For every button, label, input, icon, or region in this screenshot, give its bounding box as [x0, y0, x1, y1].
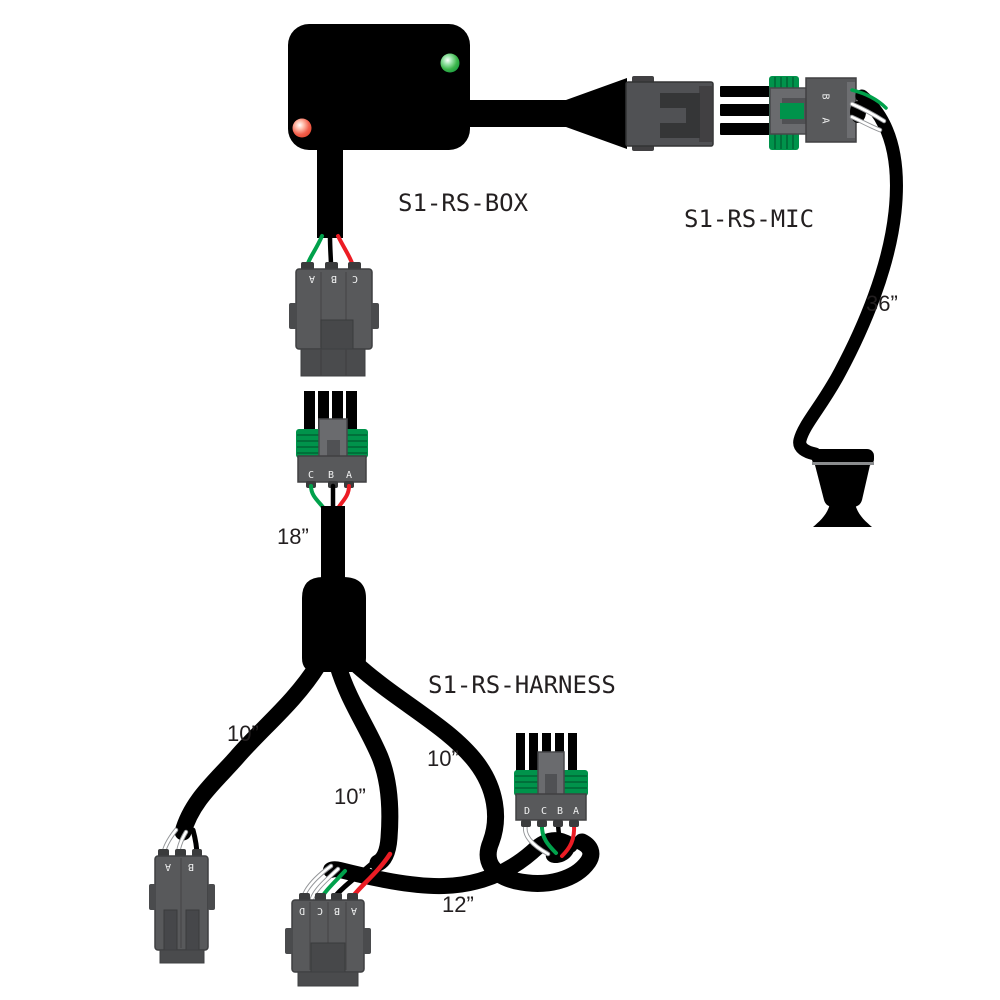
middle-conn-pin-letter: A — [351, 905, 357, 916]
pigtail-wire-black — [327, 233, 334, 269]
middle-conn-pin-letter: C — [317, 905, 323, 916]
box-label: S1-RS-BOX — [398, 189, 529, 217]
box-male-connector — [625, 76, 714, 151]
rs-mic-unit: B A — [720, 76, 903, 527]
left-conn-pin-letter: B — [188, 861, 194, 872]
box-right-cable — [470, 78, 627, 149]
tower-connector: D C B A — [514, 733, 588, 827]
pigtail-wire-red — [336, 234, 355, 268]
pigtail-pin-letter: C — [352, 273, 358, 284]
wire-black — [555, 821, 565, 854]
trunk-length: 18” — [277, 524, 309, 549]
connector-slot — [660, 123, 694, 138]
tower-pin-letter: B — [557, 806, 563, 817]
mic-wire-green — [850, 88, 888, 110]
middle-conn-pin-letter: B — [334, 905, 340, 916]
tower-pin-letter: C — [541, 806, 547, 817]
left-conn-pin-letter: A — [165, 861, 171, 872]
branch-left-length: 10” — [227, 721, 259, 746]
wire-white — [310, 867, 340, 901]
box-pigtail: A B C — [289, 233, 379, 377]
harness-label: S1-RS-HARNESS — [428, 671, 616, 699]
branch-left-connector: A B — [149, 849, 215, 964]
pigtail-pin-letter: B — [331, 273, 337, 284]
head-pin-letter: A — [346, 470, 352, 481]
connector-slot — [660, 93, 694, 108]
branch-middle-cable — [329, 657, 399, 872]
branch-middle-connector: D C B A — [285, 893, 371, 987]
rs-box-unit — [288, 24, 627, 238]
head-pin-letter: B — [328, 470, 334, 481]
control-box — [288, 24, 470, 150]
wire-red — [560, 822, 577, 858]
mic-pin-letter: A — [820, 117, 831, 123]
box-pigtail-connector: A B C — [289, 262, 379, 377]
head-pin-letter: C — [308, 470, 314, 481]
jumper-length: 12” — [442, 892, 474, 917]
box-down-cable — [317, 140, 343, 238]
tower-pin-letter: A — [573, 806, 579, 817]
mic-cable — [793, 89, 903, 461]
branch-right-cable — [347, 655, 600, 892]
trunk-cable — [321, 506, 345, 582]
mic-wire-white — [850, 102, 886, 123]
mic-connector-body: B A — [805, 77, 857, 143]
red-led — [292, 118, 312, 138]
pigtail-wire-green — [305, 234, 324, 268]
branch-left-cable — [174, 656, 327, 841]
mic-connector-pins — [720, 86, 777, 135]
tower-pin-letter: D — [524, 806, 530, 817]
pigtail-pin-letter: A — [309, 273, 315, 284]
middle-conn-pin-letter: D — [299, 905, 305, 916]
mic-label: S1-RS-MIC — [684, 205, 814, 233]
mic-pin-letter: B — [820, 93, 831, 99]
green-led — [440, 53, 460, 73]
branch-middle-length: 10” — [334, 784, 366, 809]
wire-green — [539, 822, 558, 855]
split-body — [302, 577, 366, 672]
mic-wire-white — [850, 115, 882, 132]
harness-head-connector: C B A — [296, 391, 368, 513]
tower-pins — [304, 391, 357, 435]
microphone — [812, 449, 874, 527]
branch-right-length: 10” — [427, 746, 459, 771]
mic-cable-length: 36” — [866, 291, 898, 316]
